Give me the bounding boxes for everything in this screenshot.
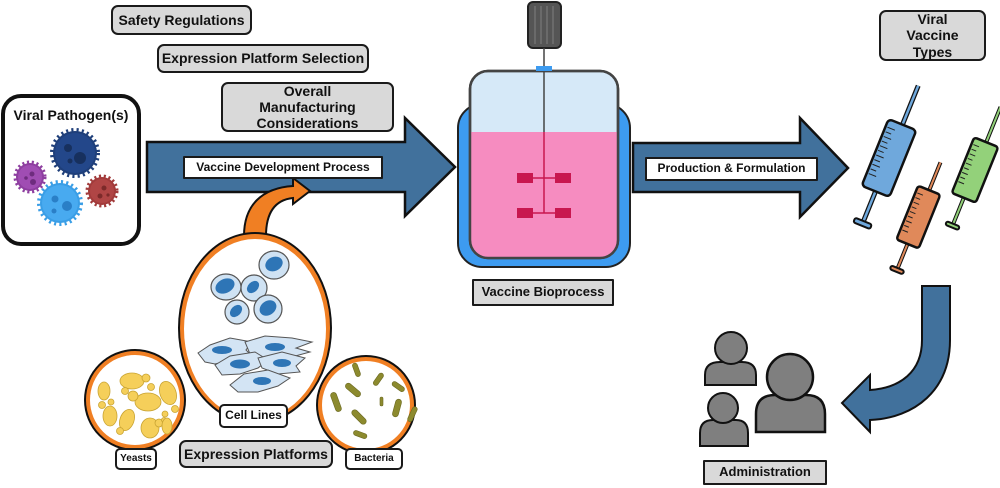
yeasts-label: Yeasts: [115, 448, 157, 470]
yeast-cells: [97, 372, 179, 439]
virus-icon-lightblue: [37, 180, 83, 226]
virus-icon-navy: [50, 128, 100, 178]
person-icon: [699, 392, 749, 447]
production-formulation-label: Production & Formulation: [645, 157, 818, 181]
impeller-blade: [517, 173, 533, 183]
suspension-cells: [210, 250, 290, 325]
virus-icon-red: [85, 174, 119, 208]
cell-lines-oval: [178, 232, 332, 424]
impeller-blade: [555, 208, 571, 218]
viral-vaccine-types-label: Viral Vaccine Types: [879, 10, 986, 61]
motor-icon: [527, 1, 562, 49]
expression-platform-selection-label: Expression Platform Selection: [157, 44, 369, 73]
impeller-blade: [555, 173, 571, 183]
shaft-seal: [536, 66, 552, 71]
impeller-blade: [517, 208, 533, 218]
syringe-icon-blue: [852, 84, 921, 230]
cell-lines-label: Cell Lines: [219, 404, 288, 428]
bacteria-circle: [316, 355, 418, 455]
person-icon-large: [754, 352, 827, 434]
bacteria-cells: [330, 362, 418, 439]
virus-icon-purple: [13, 160, 47, 194]
orange-curved-arrow: [242, 175, 312, 237]
person-icon: [704, 331, 757, 386]
viral-pathogens-title: Viral Pathogen(s): [13, 106, 129, 123]
expression-platforms-label: Expression Platforms: [179, 440, 333, 468]
manufacturing-considerations-label: Overall Manufacturing Considerations: [221, 82, 394, 132]
virus-icons: [13, 128, 119, 226]
bacteria-label: Bacteria: [345, 448, 403, 470]
administration-arrow: [840, 285, 951, 435]
bioreactor: [457, 1, 631, 268]
safety-regulations-label: Safety Regulations: [111, 5, 252, 35]
syringe-icon-green: [944, 106, 1000, 231]
people-icons: [699, 331, 827, 447]
syringe-icon-orange: [889, 161, 943, 275]
vaccine-bioprocess-label: Vaccine Bioprocess: [472, 279, 614, 306]
vaccine-development-process-label: Vaccine Development Process: [183, 156, 383, 179]
administration-label: Administration: [703, 460, 827, 485]
yeasts-circle: [84, 349, 186, 451]
